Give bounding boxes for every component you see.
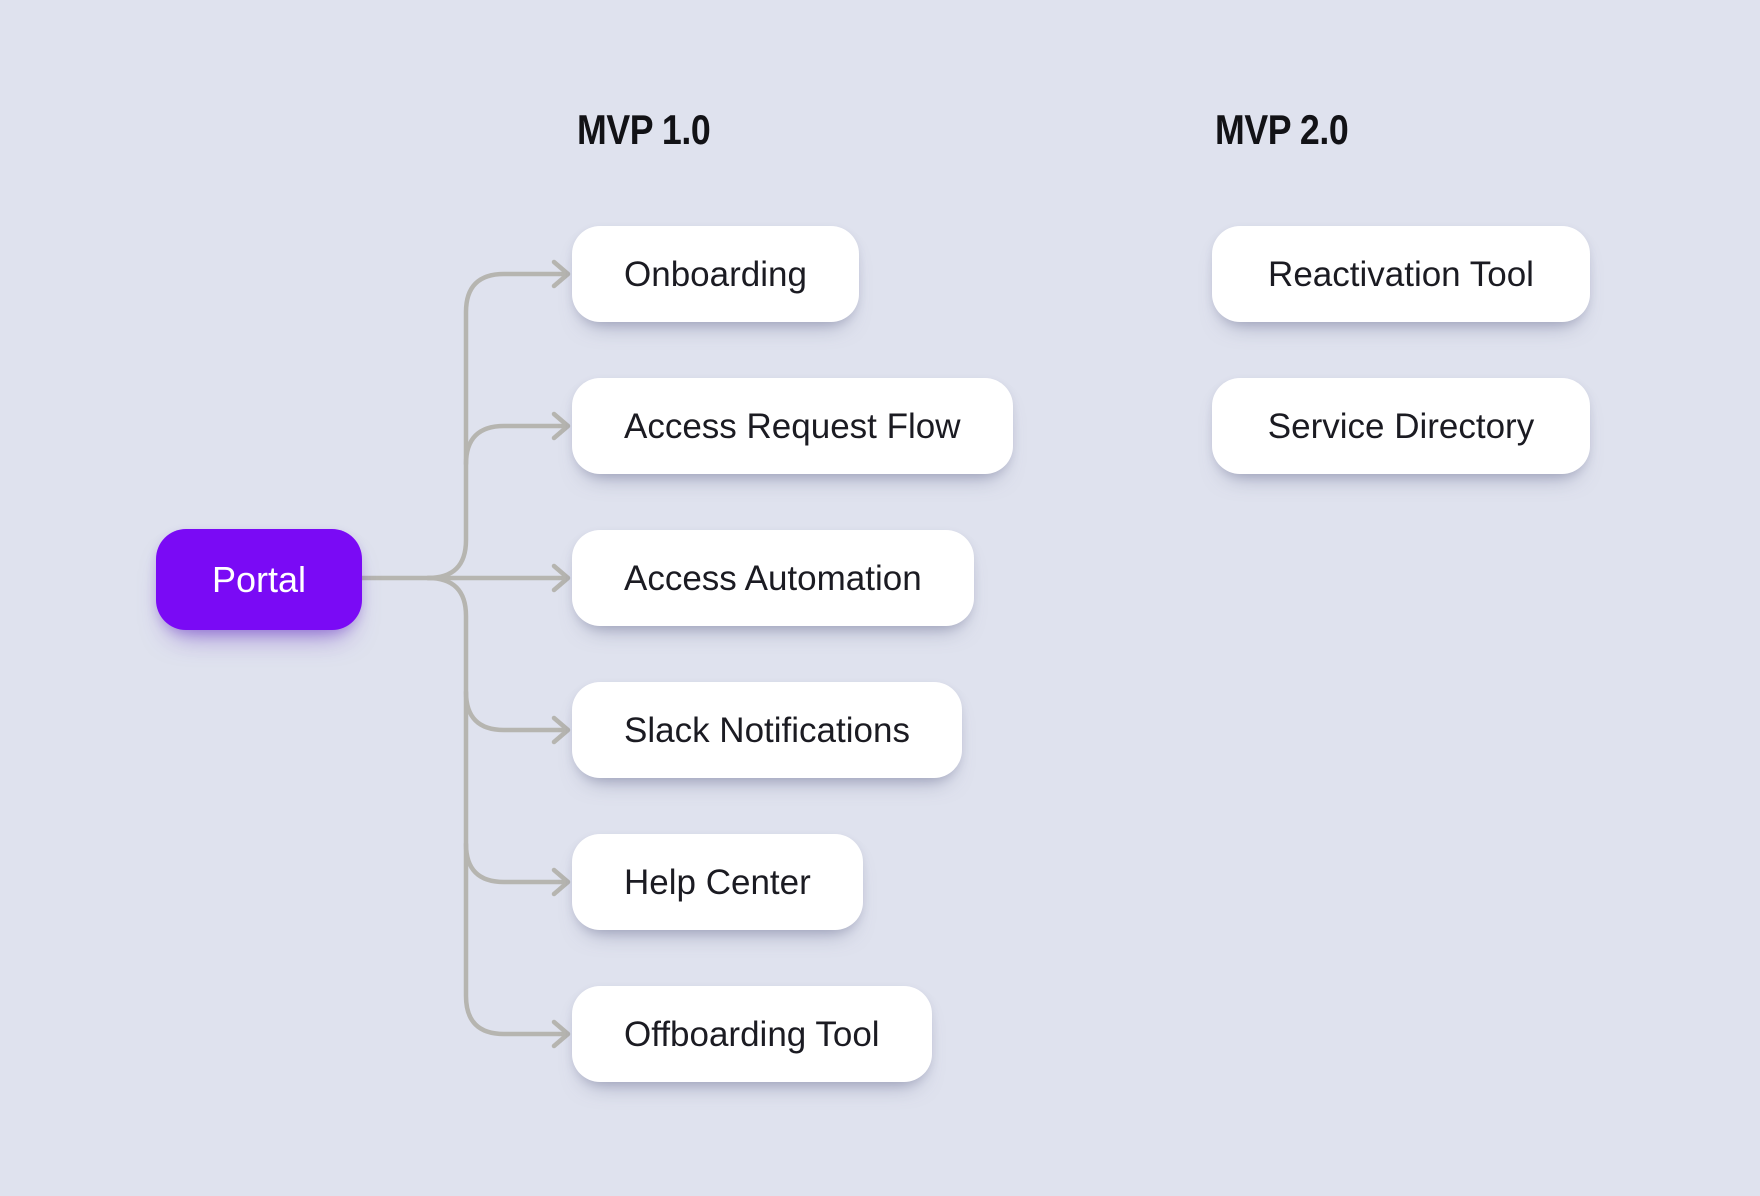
node-label: Slack Notifications (624, 710, 910, 750)
node-access-automation: Access Automation (572, 530, 974, 626)
arrowhead-icon (551, 1019, 571, 1049)
node-portal-label: Portal (211, 558, 307, 600)
node-label: Access Request Flow (624, 406, 961, 446)
edge-portal-onboarding (425, 271, 566, 581)
node-label: Service Directory (1267, 406, 1535, 446)
edge-portal-offboarding-tool (425, 575, 566, 1037)
node-slack-notifications: Slack Notifications (572, 682, 962, 778)
node-service-directory: Service Directory (1212, 378, 1590, 474)
node-portal: Portal (156, 529, 362, 630)
column-header-mvp-1: MVP 1.0 (577, 106, 711, 153)
node-label: Onboarding (624, 254, 807, 294)
node-label: Help Center (624, 862, 811, 902)
node-label: Offboarding Tool (624, 1014, 880, 1054)
node-label: Access Automation (624, 558, 922, 598)
column-header-mvp-2: MVP 2.0 (1215, 106, 1349, 153)
arrowhead-icon (551, 715, 571, 745)
node-help-center: Help Center (572, 834, 863, 930)
node-access-request-flow: Access Request Flow (572, 378, 1013, 474)
arrowhead-icon (551, 411, 571, 441)
arrowhead-icon (551, 259, 571, 289)
arrowhead-icon (551, 563, 571, 593)
node-onboarding: Onboarding (572, 226, 859, 322)
edge-portal-slack-notifications (463, 689, 566, 733)
node-reactivation-tool: Reactivation Tool (1212, 226, 1590, 322)
node-offboarding-tool: Offboarding Tool (572, 986, 932, 1082)
arrowhead-icon (551, 867, 571, 897)
edge-portal-help-center (463, 841, 566, 885)
edge-portal-access-request-flow (463, 423, 566, 467)
node-label: Reactivation Tool (1268, 254, 1534, 294)
